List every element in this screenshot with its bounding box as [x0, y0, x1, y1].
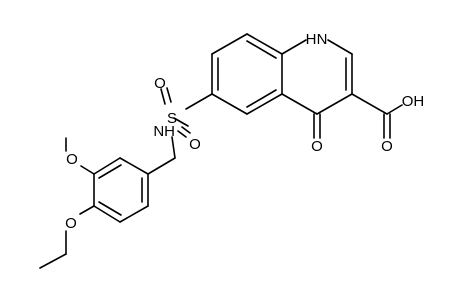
bond	[246, 40, 277, 59]
bond	[93, 157, 121, 175]
bonds-layer	[39, 33, 403, 269]
bond	[98, 164, 122, 179]
bond	[119, 205, 149, 223]
bond	[147, 157, 176, 175]
bond	[281, 93, 318, 115]
atom-labels-layer: H N OH O O S O O NH O O	[65, 31, 424, 232]
bond	[246, 33, 283, 55]
carboxylic-oxygen: O	[381, 138, 393, 155]
bond	[160, 88, 166, 105]
methoxy-oxygen: O	[66, 151, 78, 168]
bond	[281, 39, 307, 55]
bond	[39, 253, 67, 269]
bond	[246, 89, 277, 108]
bond	[181, 126, 191, 134]
sulfonyl-oxygen-upper: O	[154, 75, 166, 92]
bond	[211, 33, 248, 55]
bond	[246, 93, 283, 115]
ethoxy-oxygen: O	[65, 215, 77, 232]
sulfonyl-oxygen-lower: O	[189, 136, 201, 153]
keto-oxygen: O	[311, 138, 323, 155]
bond	[386, 104, 403, 115]
bond	[93, 205, 121, 223]
bond	[119, 157, 149, 175]
bond	[173, 117, 189, 127]
bond	[171, 136, 176, 159]
ring-nitrogen: N	[317, 31, 328, 48]
bond	[80, 165, 95, 175]
ring-nh-hydrogen: H	[306, 31, 317, 48]
bond	[177, 130, 187, 138]
bond	[98, 201, 122, 216]
bond	[351, 93, 388, 115]
bond	[327, 39, 353, 55]
bond	[211, 93, 248, 115]
carboxylic-oh: OH	[402, 93, 425, 110]
sulfur-atom: S	[167, 110, 177, 127]
bond	[316, 93, 353, 115]
bond	[79, 205, 95, 215]
sulfonamide-nh: NH	[153, 123, 175, 140]
bond	[185, 93, 213, 110]
bond	[166, 87, 172, 103]
